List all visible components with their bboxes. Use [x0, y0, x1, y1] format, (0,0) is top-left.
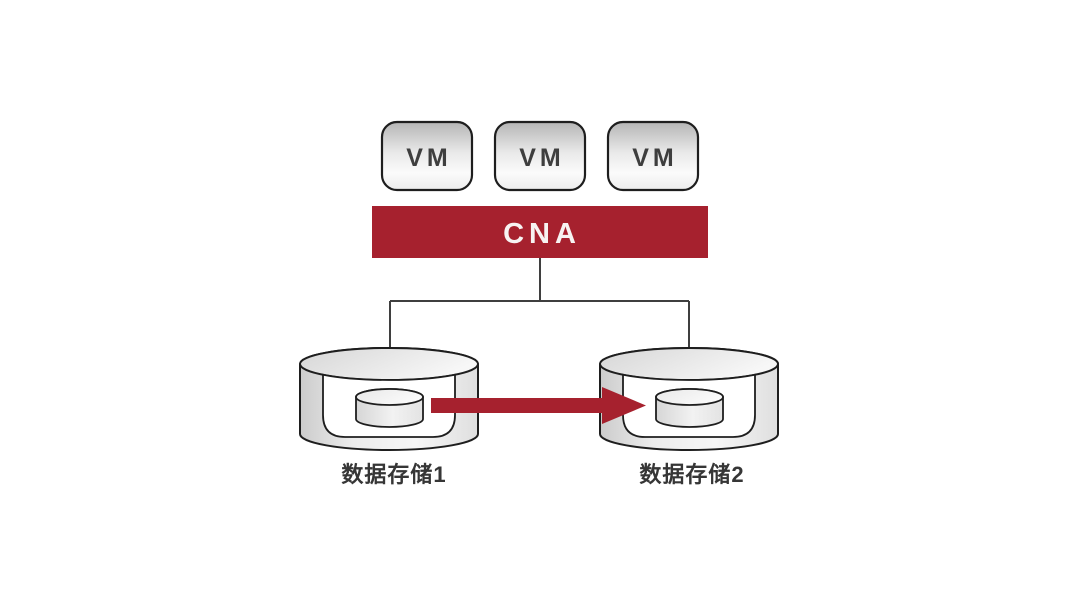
vm-nodes: VM VM VM — [380, 120, 700, 192]
cna-node: CNA — [372, 206, 708, 258]
datastore-1: 数据存储1 — [299, 347, 479, 487]
vm-node-2: VM — [493, 120, 587, 192]
vm-box — [606, 120, 700, 192]
vm-label: VM — [632, 144, 678, 172]
vm-label: VM — [406, 144, 452, 172]
vm-box — [493, 120, 587, 192]
vm-label: VM — [519, 144, 565, 172]
cna-label: CNA — [503, 218, 581, 250]
inner-disk-cylinder-top — [355, 388, 424, 406]
datastore-label: 数据存储1 — [341, 462, 446, 487]
cna-bar — [372, 206, 708, 258]
connector-lines — [389, 258, 690, 352]
vm-node-3: VM — [606, 120, 700, 192]
vm-node-1: VM — [380, 120, 474, 192]
inner-disk-cylinder-top — [655, 388, 724, 406]
datastore-label: 数据存储2 — [639, 462, 744, 487]
migration-arrow — [431, 387, 646, 424]
datastore-2: 数据存储2 — [599, 347, 779, 487]
vm-box — [380, 120, 474, 192]
